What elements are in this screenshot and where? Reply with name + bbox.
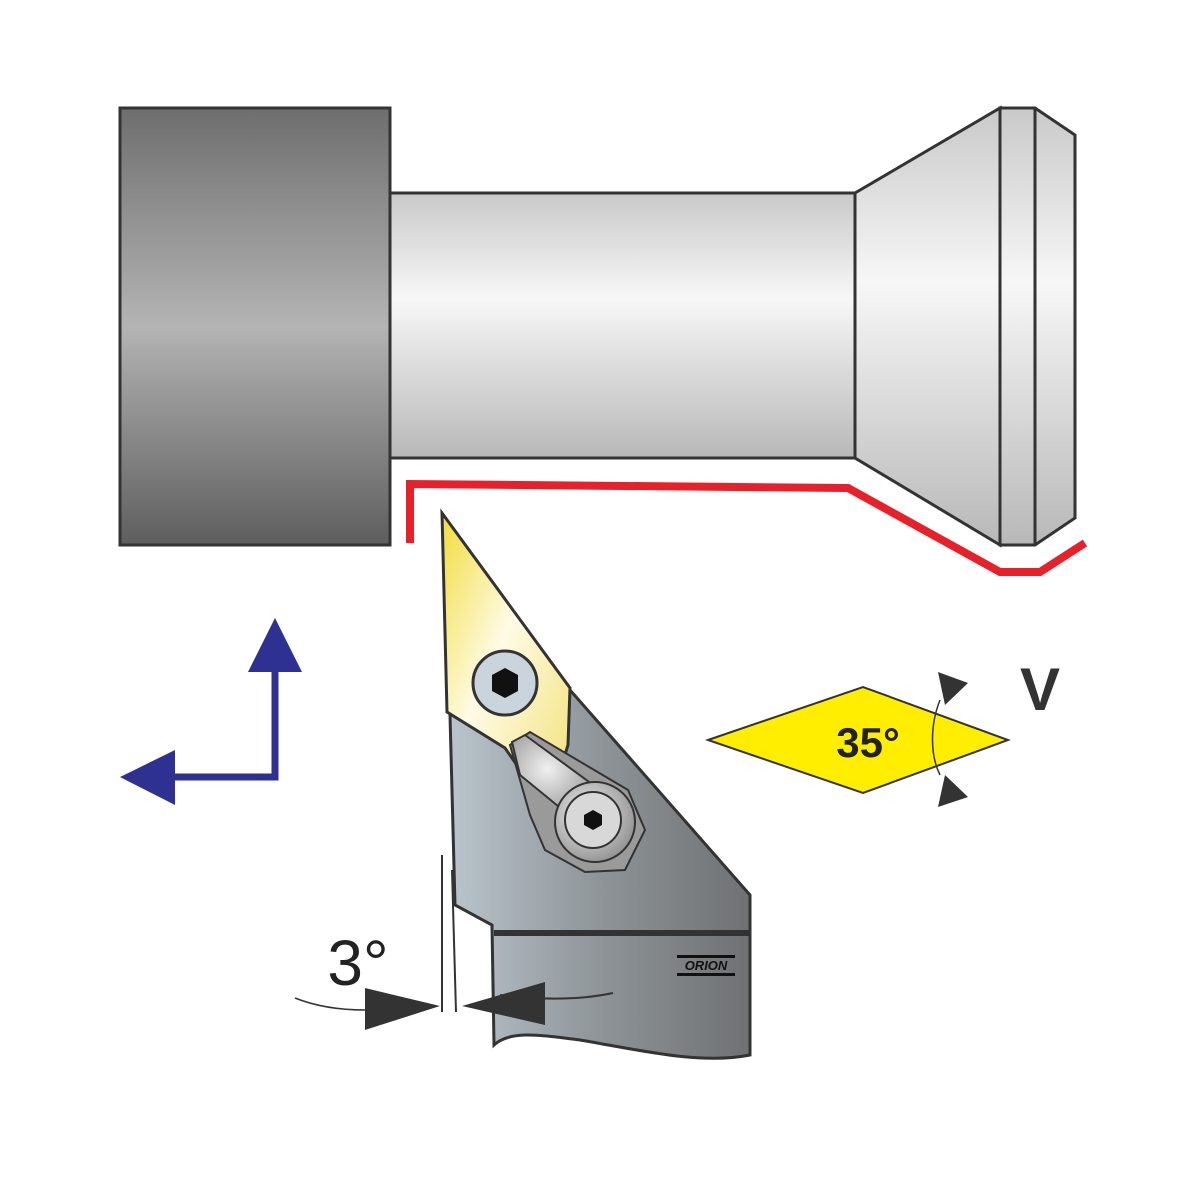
- clearance-angle-label: 3°: [327, 927, 388, 999]
- clamp-lever: [508, 730, 647, 874]
- workpiece-shaft: [388, 191, 857, 460]
- feed-direction-arrows: [120, 618, 302, 805]
- hex-socket-icon: [584, 810, 602, 830]
- insert-screw: [471, 649, 539, 717]
- insert-shape-legend: 35° V: [704, 656, 1060, 807]
- hex-socket-icon: [492, 668, 518, 698]
- arrow-down-icon: [938, 672, 968, 705]
- workpiece-cone: [853, 105, 1002, 548]
- toolpath-line: [406, 479, 1088, 576]
- svg-text:ORION: ORION: [685, 958, 728, 973]
- workpiece: [118, 105, 1077, 548]
- insert-shape-rhombus: [704, 685, 1011, 795]
- arrow-right-icon: [365, 988, 440, 1030]
- insert-angle-label: 35°: [836, 719, 900, 766]
- workpiece-flange: [998, 106, 1077, 547]
- insert-shape-code: V: [1020, 656, 1060, 723]
- arrow-left-icon: [120, 750, 175, 805]
- feed-arrow-shaft: [170, 670, 279, 781]
- arrow-left-icon: [462, 982, 545, 1025]
- chuck-block: [118, 106, 392, 547]
- orion-logo: ORION: [677, 955, 735, 976]
- clearance-angle-annotation: 3°: [294, 855, 545, 1030]
- arrow-up-icon: [938, 775, 968, 807]
- arrow-up-icon: [248, 618, 302, 672]
